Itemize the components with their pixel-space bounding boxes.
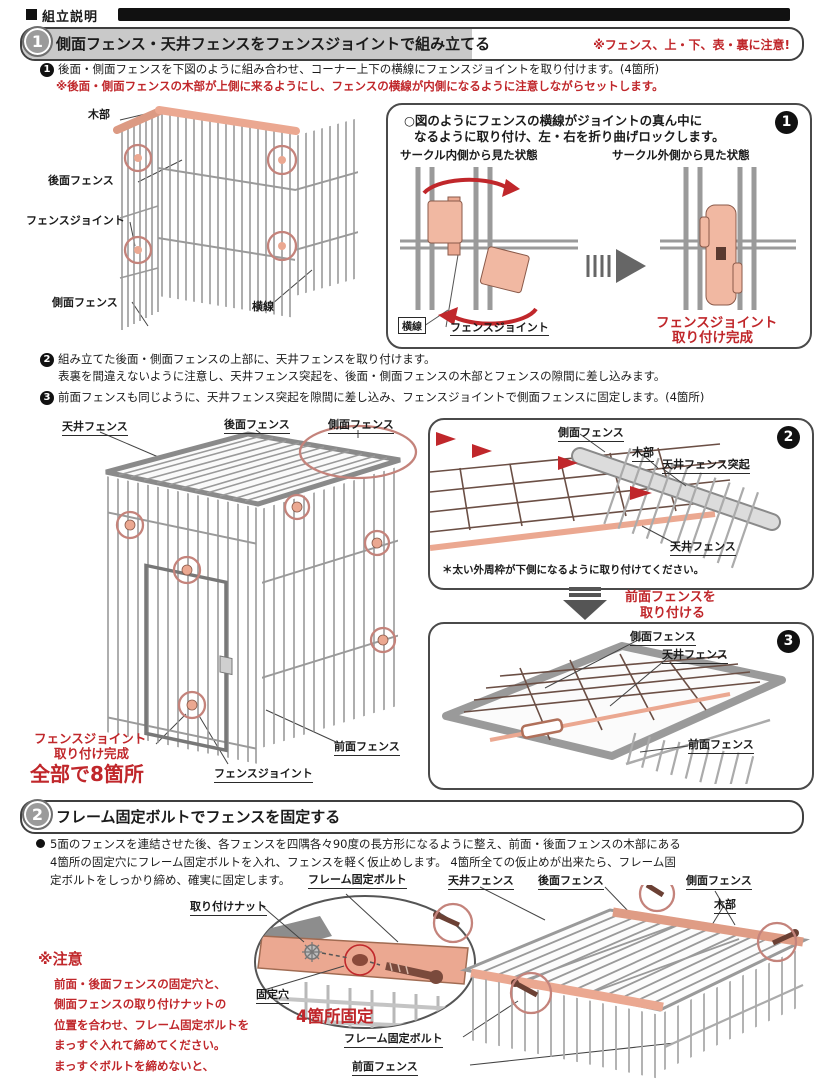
step1-bullet1-note: ※後面・側面フェンスの木部が上側に来るようにし、フェンスの横線が内側になるように… [56, 79, 664, 93]
caution-line5: まっすぐボルトを締めないと、 [54, 1058, 215, 1073]
panel2-ceiling-label: 天井フェンス [670, 538, 736, 556]
panel2-badge: 2 [777, 426, 800, 449]
step1-number: 1 [22, 26, 53, 57]
step2-title: フレーム固定ボルトでフェンスを固定する [56, 808, 341, 826]
four-points-caption: 4箇所固定 [296, 1007, 374, 1026]
step2-number: 2 [22, 799, 53, 830]
panel1-joint-label: フェンスジョイント [450, 321, 549, 336]
step1-note: ※フェンス、上・下、表・裏に注意! [593, 38, 790, 52]
joint-howto-illustration [400, 167, 796, 331]
cage-side-label: 側面フェンス [328, 416, 394, 434]
panel3-badge: 3 [777, 630, 800, 653]
joint-complete-caption1: フェンスジョイント [34, 731, 147, 746]
fence-corner-diagram: 木部 後面フェンス フェンスジョイント 側面フェンス 横線 [20, 98, 385, 348]
joint-howto-panel: ○図のようにフェンスの横線がジョイントの真ん中に なるように取り付け、左・右を折… [386, 103, 812, 349]
panel2-wood-label: 木部 [632, 444, 654, 462]
cage-front-label: 前面フェンス [334, 738, 400, 756]
label-wood-part: 木部 [88, 108, 110, 121]
joint-complete-caption2: 取り付け完成 [54, 746, 130, 761]
attach-front-caption1: 前面フェンスを [625, 590, 716, 605]
label-fence-joint: フェンスジョイント [26, 214, 125, 227]
frame-bolt-top-label: フレーム固定ボルト [308, 871, 407, 889]
bullet-dot [36, 839, 45, 848]
caution-line6: ねじ山が潰れたりして固定できなくなります。 [48, 1079, 318, 1080]
bottom-wood-label: 木部 [714, 896, 736, 914]
view-outside-label: サークル外側から見た状態 [612, 148, 750, 162]
assembled-cage-illustration [99, 424, 418, 765]
front-attach-illustration [442, 637, 786, 784]
joint-complete-line1: フェンスジョイント [656, 315, 778, 331]
panel3-front-label: 前面フェンス [688, 736, 754, 754]
header-bar [118, 8, 790, 21]
joint-complete-line2: 取り付け完成 [672, 330, 753, 346]
panel3-ceiling-label: 天井フェンス [662, 646, 728, 664]
bottom-side-label: 側面フェンス [686, 872, 752, 890]
bottom-back-label: 後面フェンス [538, 872, 604, 890]
panel1-hline-label: 横線 [398, 317, 426, 334]
bottom-front-label: 前面フェンス [352, 1058, 418, 1076]
joint-total-caption: 全部で8箇所 [30, 762, 144, 786]
step1-header: 側面フェンス・天井フェンスをフェンスジョイントで組み立てる ※フェンス、上・下、… [20, 27, 804, 61]
bolt-inset-illustration [254, 893, 476, 1029]
ceiling-attach-illustration [430, 432, 781, 569]
mount-nut-label: 取り付けナット [190, 898, 267, 916]
panel1-text-line1: ○図のようにフェンスの横線がジョイントの真ん中に [404, 113, 703, 128]
panel1-badge: 1 [775, 111, 798, 134]
header-square-icon [26, 9, 37, 20]
bullet1-number: 1 [40, 63, 54, 77]
step2-paragraph-line3: 定ボルトをしっかり締め、確実に固定します。 [50, 873, 291, 887]
step1-bullet2-line2: 表裏を間違えないように注意し、天井フェンス突起を、後面・側面フェンスの木部とフェ… [58, 369, 666, 383]
step1-title: 側面フェンス・天井フェンスをフェンスジョイントで組み立てる [56, 35, 491, 53]
label-side-fence: 側面フェンス [52, 296, 118, 309]
view-inside-label: サークル内側から見た状態 [400, 148, 538, 162]
bolt-inset-diagram [250, 890, 485, 1038]
bolt-fix-cage-diagram [425, 885, 820, 1080]
cage-back-label: 後面フェンス [224, 416, 290, 434]
step2-paragraph-line1: 5面のフェンスを連結させた後、各フェンスを四隅各々90度の長方形になるように整え… [36, 837, 681, 851]
panel2-side-label: 側面フェンス [558, 424, 624, 442]
bullet3-number: 3 [40, 391, 54, 405]
caution-line4: まっすぐ入れて締めてください。 [54, 1038, 226, 1053]
caution-title: ※注意 [38, 950, 83, 968]
cage-joint-label: フェンスジョイント [214, 765, 313, 783]
step1-header-band [22, 29, 472, 59]
panel2-tab-label: 天井フェンス突起 [662, 456, 750, 474]
panel3-side-label: 側面フェンス [630, 628, 696, 646]
ceiling-attach-panel: 側面フェンス 木部 天井フェンス突起 天井フェンス ＊太い外周枠が下側になるよう… [428, 418, 814, 590]
panel2-note: ＊太い外周枠が下側になるように取り付けてください。 [442, 564, 705, 576]
attach-front-caption2: 取り付ける [640, 606, 706, 621]
label-horizontal-wire: 横線 [252, 300, 274, 313]
assembled-cage-diagram: 天井フェンス 後面フェンス 側面フェンス フェンスジョイント 取り付け完成 全部… [28, 412, 425, 792]
fixing-hole-label: 固定穴 [256, 986, 289, 1004]
step2-paragraph-line2: 4箇所の固定穴にフレーム固定ボルトを入れ、フェンスを軽く仮止めします。 4箇所全… [50, 855, 676, 869]
caution-line3: 位置を合わせ、フレーム固定ボルトを [54, 1017, 250, 1032]
bolt-fix-cage-illustration [432, 885, 811, 1079]
page-section-title: 組立説明 [42, 10, 99, 25]
fence-corner-illustration [113, 106, 358, 330]
bullet2-number: 2 [40, 353, 54, 367]
caution-block: ※注意 前面・後面フェンスの固定穴と、 側面フェンスの取り付けナットの 位置を合… [38, 948, 318, 1080]
step2-header: フレーム固定ボルトでフェンスを固定する [20, 800, 804, 834]
caution-line2: 側面フェンスの取り付けナットの [54, 997, 227, 1012]
front-attach-panel: 側面フェンス 天井フェンス 前面フェンス 3 [428, 622, 814, 790]
down-arrow-icon [563, 587, 607, 620]
frame-bolt-bottom-label: フレーム固定ボルト [344, 1030, 443, 1048]
cage-ceiling-label: 天井フェンス [62, 418, 128, 436]
caution-line1: 前面・後面フェンスの固定穴と、 [54, 977, 226, 991]
bottom-ceiling-label: 天井フェンス [448, 872, 514, 890]
panel1-text-line2: なるように取り付け、左・右を折り曲げロックします。 [414, 129, 725, 144]
label-back-fence: 後面フェンス [48, 174, 114, 187]
